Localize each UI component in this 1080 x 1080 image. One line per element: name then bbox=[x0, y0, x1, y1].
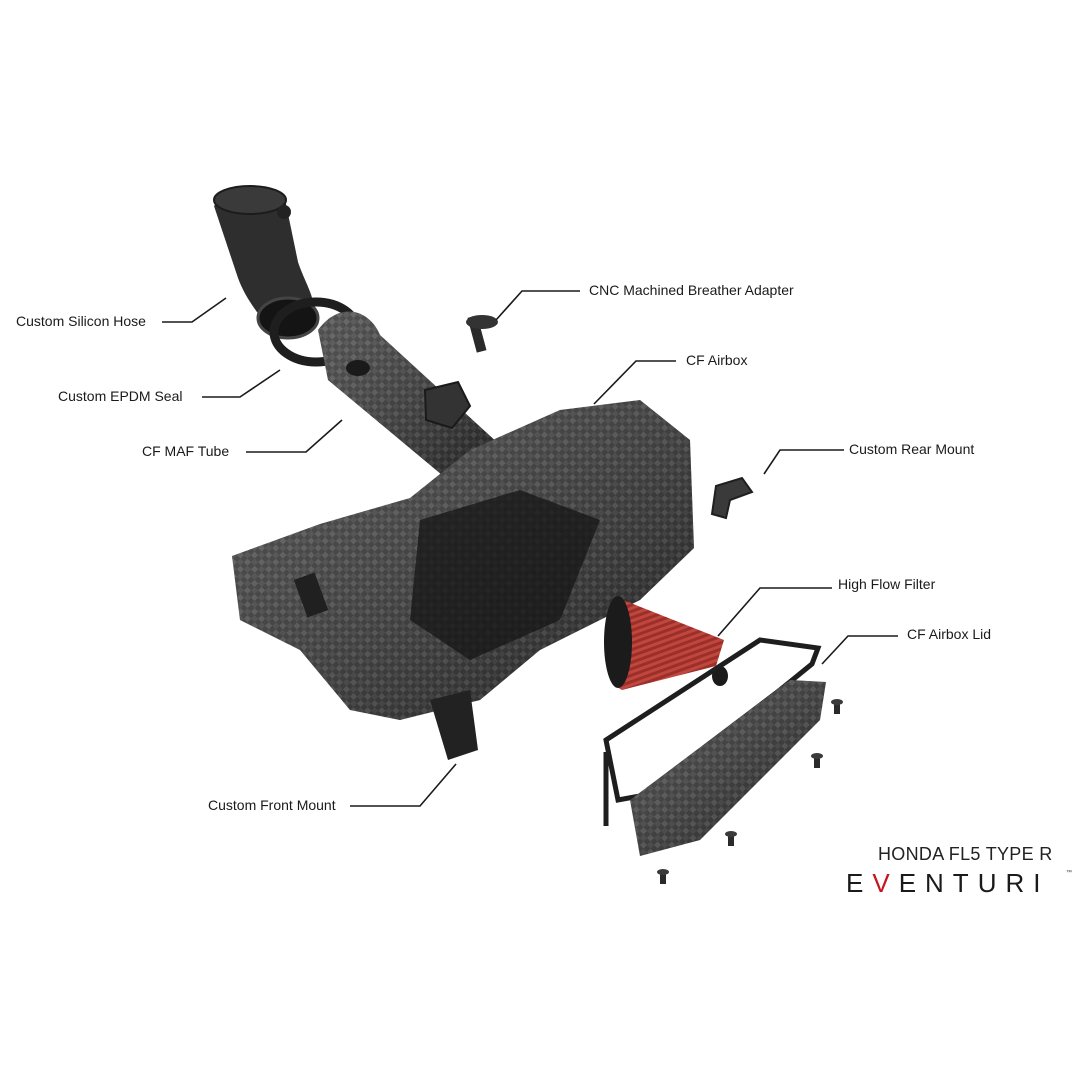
label-breather-adapter: CNC Machined Breather Adapter bbox=[589, 282, 794, 298]
leader-silicon-hose bbox=[162, 297, 227, 323]
label-rear-mount: Custom Rear Mount bbox=[849, 441, 975, 457]
rear-mount-bracket bbox=[710, 476, 754, 520]
brand-accent: V bbox=[872, 868, 899, 898]
leader-rear-mount bbox=[763, 449, 844, 475]
airbox-body bbox=[232, 400, 694, 760]
trademark-mark: ™ bbox=[1066, 870, 1072, 876]
airbox-lid-gasket bbox=[603, 637, 822, 826]
breather-adapter bbox=[466, 315, 498, 353]
label-silicon-hose: Custom Silicon Hose bbox=[16, 313, 146, 329]
leader-breather bbox=[495, 290, 580, 321]
screw bbox=[725, 831, 737, 846]
maf-tube bbox=[318, 311, 500, 490]
label-high-flow-filter: High Flow Filter bbox=[838, 576, 936, 592]
leader-airbox-lid bbox=[821, 635, 898, 665]
leader-maf-tube bbox=[246, 419, 343, 453]
silicon-hose bbox=[213, 185, 320, 340]
model-name: HONDA FL5 TYPE R bbox=[878, 844, 1053, 864]
airbox-lid bbox=[630, 680, 826, 856]
leader-epdm-seal bbox=[202, 369, 281, 398]
leader-lines bbox=[162, 290, 898, 807]
screws bbox=[657, 699, 843, 884]
leader-filter bbox=[717, 587, 832, 637]
label-maf-tube: CF MAF Tube bbox=[142, 443, 230, 459]
label-epdm-seal: Custom EPDM Seal bbox=[58, 388, 183, 404]
high-flow-filter bbox=[604, 596, 728, 690]
screw bbox=[831, 699, 843, 714]
screw bbox=[657, 869, 669, 884]
brand-prefix: E bbox=[846, 868, 873, 898]
screw bbox=[811, 753, 823, 768]
label-front-mount: Custom Front Mount bbox=[208, 797, 336, 813]
leader-front-mount bbox=[350, 763, 457, 807]
brand-suffix: ENTURI bbox=[898, 868, 1050, 898]
label-airbox-lid: CF Airbox Lid bbox=[907, 626, 992, 642]
brand-logo: EVENTURI bbox=[846, 868, 1049, 899]
label-airbox: CF Airbox bbox=[686, 352, 748, 368]
leader-airbox bbox=[593, 360, 676, 405]
